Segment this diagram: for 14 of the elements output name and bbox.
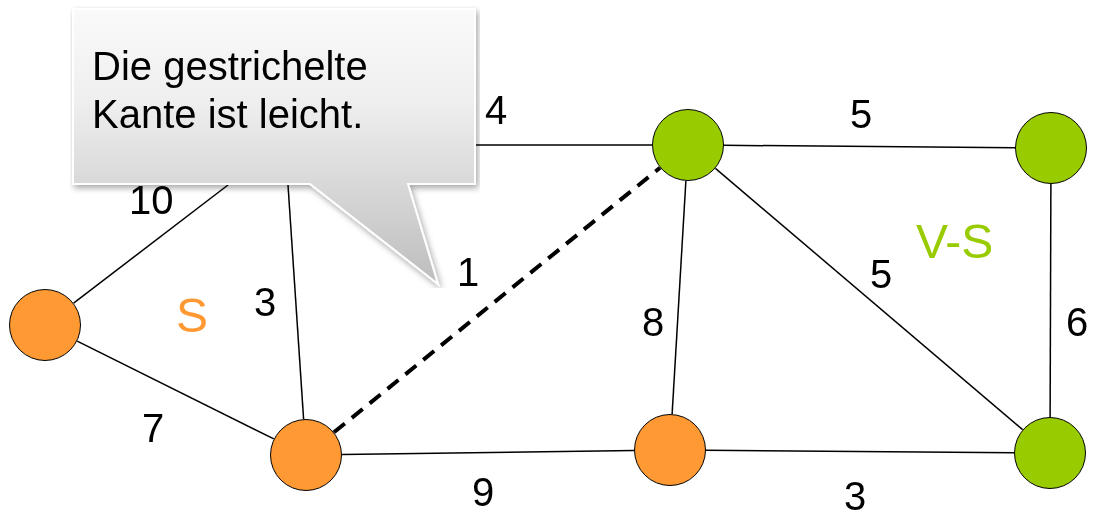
graph-edge bbox=[341, 449, 635, 456]
graph-edge bbox=[76, 340, 275, 440]
graph-edge bbox=[705, 449, 1015, 454]
set-label: V-S bbox=[916, 218, 994, 266]
graph-edge bbox=[714, 167, 1024, 431]
graph-edge bbox=[287, 184, 305, 420]
graph-edge bbox=[72, 184, 229, 304]
graph-edge bbox=[475, 144, 653, 146]
graph-edge bbox=[723, 144, 1016, 149]
set-label: S bbox=[176, 292, 208, 340]
graph-edge bbox=[671, 180, 687, 415]
graph-edge bbox=[1049, 183, 1052, 418]
graph-edge bbox=[332, 166, 662, 434]
callout-text: Die gestrichelte Kante ist leicht. bbox=[92, 43, 369, 138]
